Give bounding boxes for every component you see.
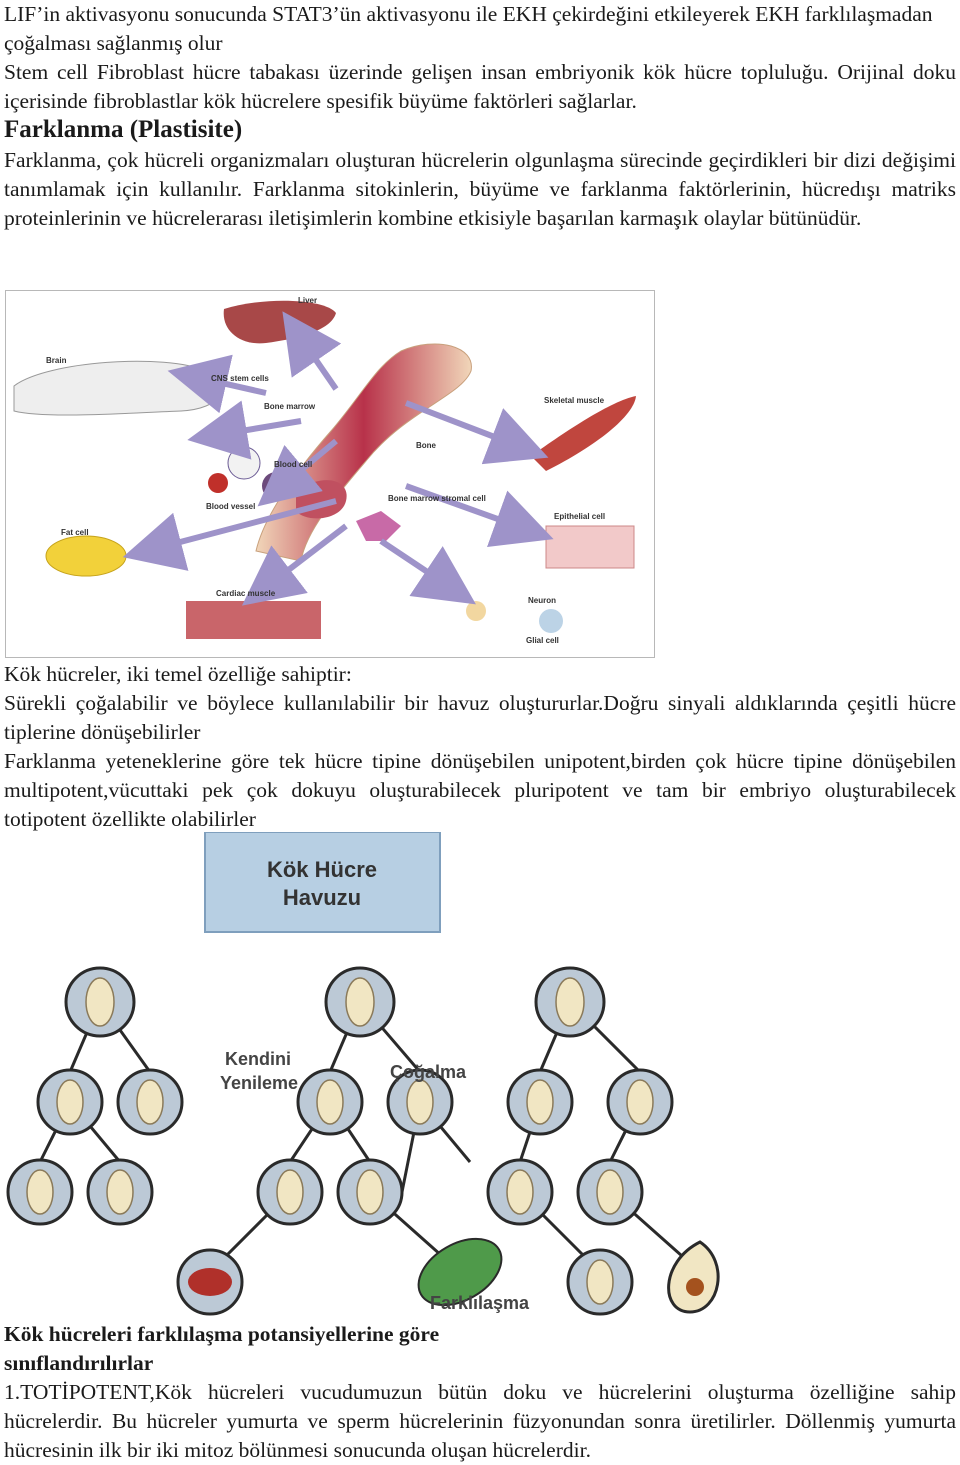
label-brain: Brain [46, 356, 67, 365]
section-body-totipotent: 1.TOTİPOTENT,Kök hücreleri vucudumuzun b… [4, 1380, 956, 1462]
cardiac-muscle-illustration [186, 601, 321, 639]
differentiated-green-cell [417, 1237, 503, 1307]
label-bone-marrow: Bone marrow [264, 402, 316, 411]
properties-intro: Kök hücreler, iki temel özelliğe sahipti… [4, 662, 352, 686]
label-bone: Bone [416, 441, 437, 450]
intro-paragraph-2: Stem cell Fibroblast hücre tabakası üzer… [4, 60, 956, 113]
label-fat: Fat cell [61, 528, 89, 537]
stem-cell-differentiation-figure: Liver Brain CNS stem cells Bone marrow S… [5, 290, 655, 658]
fat-cell-illustration [45, 535, 127, 577]
differentiated-egg-cell [667, 1240, 720, 1314]
skeletal-muscle-illustration [531, 396, 636, 471]
brain-illustration [13, 360, 223, 416]
label-proliferation: Çoğalma [390, 1062, 467, 1082]
label-glial: Glial cell [526, 636, 559, 645]
label-stromal: Bone marrow stromal cell [388, 494, 486, 503]
stromal-cell-illustration [356, 511, 401, 541]
section-body-farklanma: Farklanma, çok hücreli organizmaları olu… [4, 148, 956, 230]
label-cardiac: Cardiac muscle [216, 589, 276, 598]
section-heading-farklanma: Farklanma (Plastisite) [4, 116, 243, 143]
section-heading-line2: sınıflandırılırlar [4, 1351, 154, 1375]
label-liver: Liver [298, 296, 317, 305]
properties-paragraph-2: Farklanma yeteneklerine göre tek hücre t… [4, 749, 956, 831]
epithelial-cell-illustration [545, 525, 635, 569]
label-cns: CNS stem cells [211, 374, 269, 383]
label-skeletal: Skeletal muscle [544, 396, 605, 405]
stem-cell-pool-figure: Kök Hücre Havuzu [0, 832, 730, 1320]
label-self-renewal-1: Kendini [225, 1049, 291, 1069]
intro-paragraph-1: LIF’in aktivasyonu sonucunda STAT3’ün ak… [4, 2, 933, 55]
label-epithelial: Epithelial cell [554, 512, 605, 521]
glial-cell-illustration [539, 609, 563, 633]
differentiated-red-cell [188, 1268, 232, 1296]
pool-label-line2: Havuzu [283, 885, 361, 910]
label-neuron: Neuron [528, 596, 556, 605]
liver-illustration [223, 300, 336, 344]
label-differentiation: Farklılaşma [430, 1293, 530, 1313]
label-self-renewal-2: Yenileme [220, 1073, 298, 1093]
properties-paragraph-1: Sürekli çoğalabilir ve böylece kullanıla… [4, 691, 956, 744]
neuron-illustration [466, 601, 486, 621]
pool-label-line1: Kök Hücre [267, 857, 377, 882]
section-heading-line1: Kök hücreleri farklılaşma potansiyelleri… [4, 1322, 440, 1346]
blood-cell-illustration [227, 446, 261, 480]
label-blood-cell: Blood cell [274, 460, 312, 469]
label-blood-vessel: Blood vessel [206, 502, 255, 511]
stem-cell-pool-box [204, 832, 441, 933]
